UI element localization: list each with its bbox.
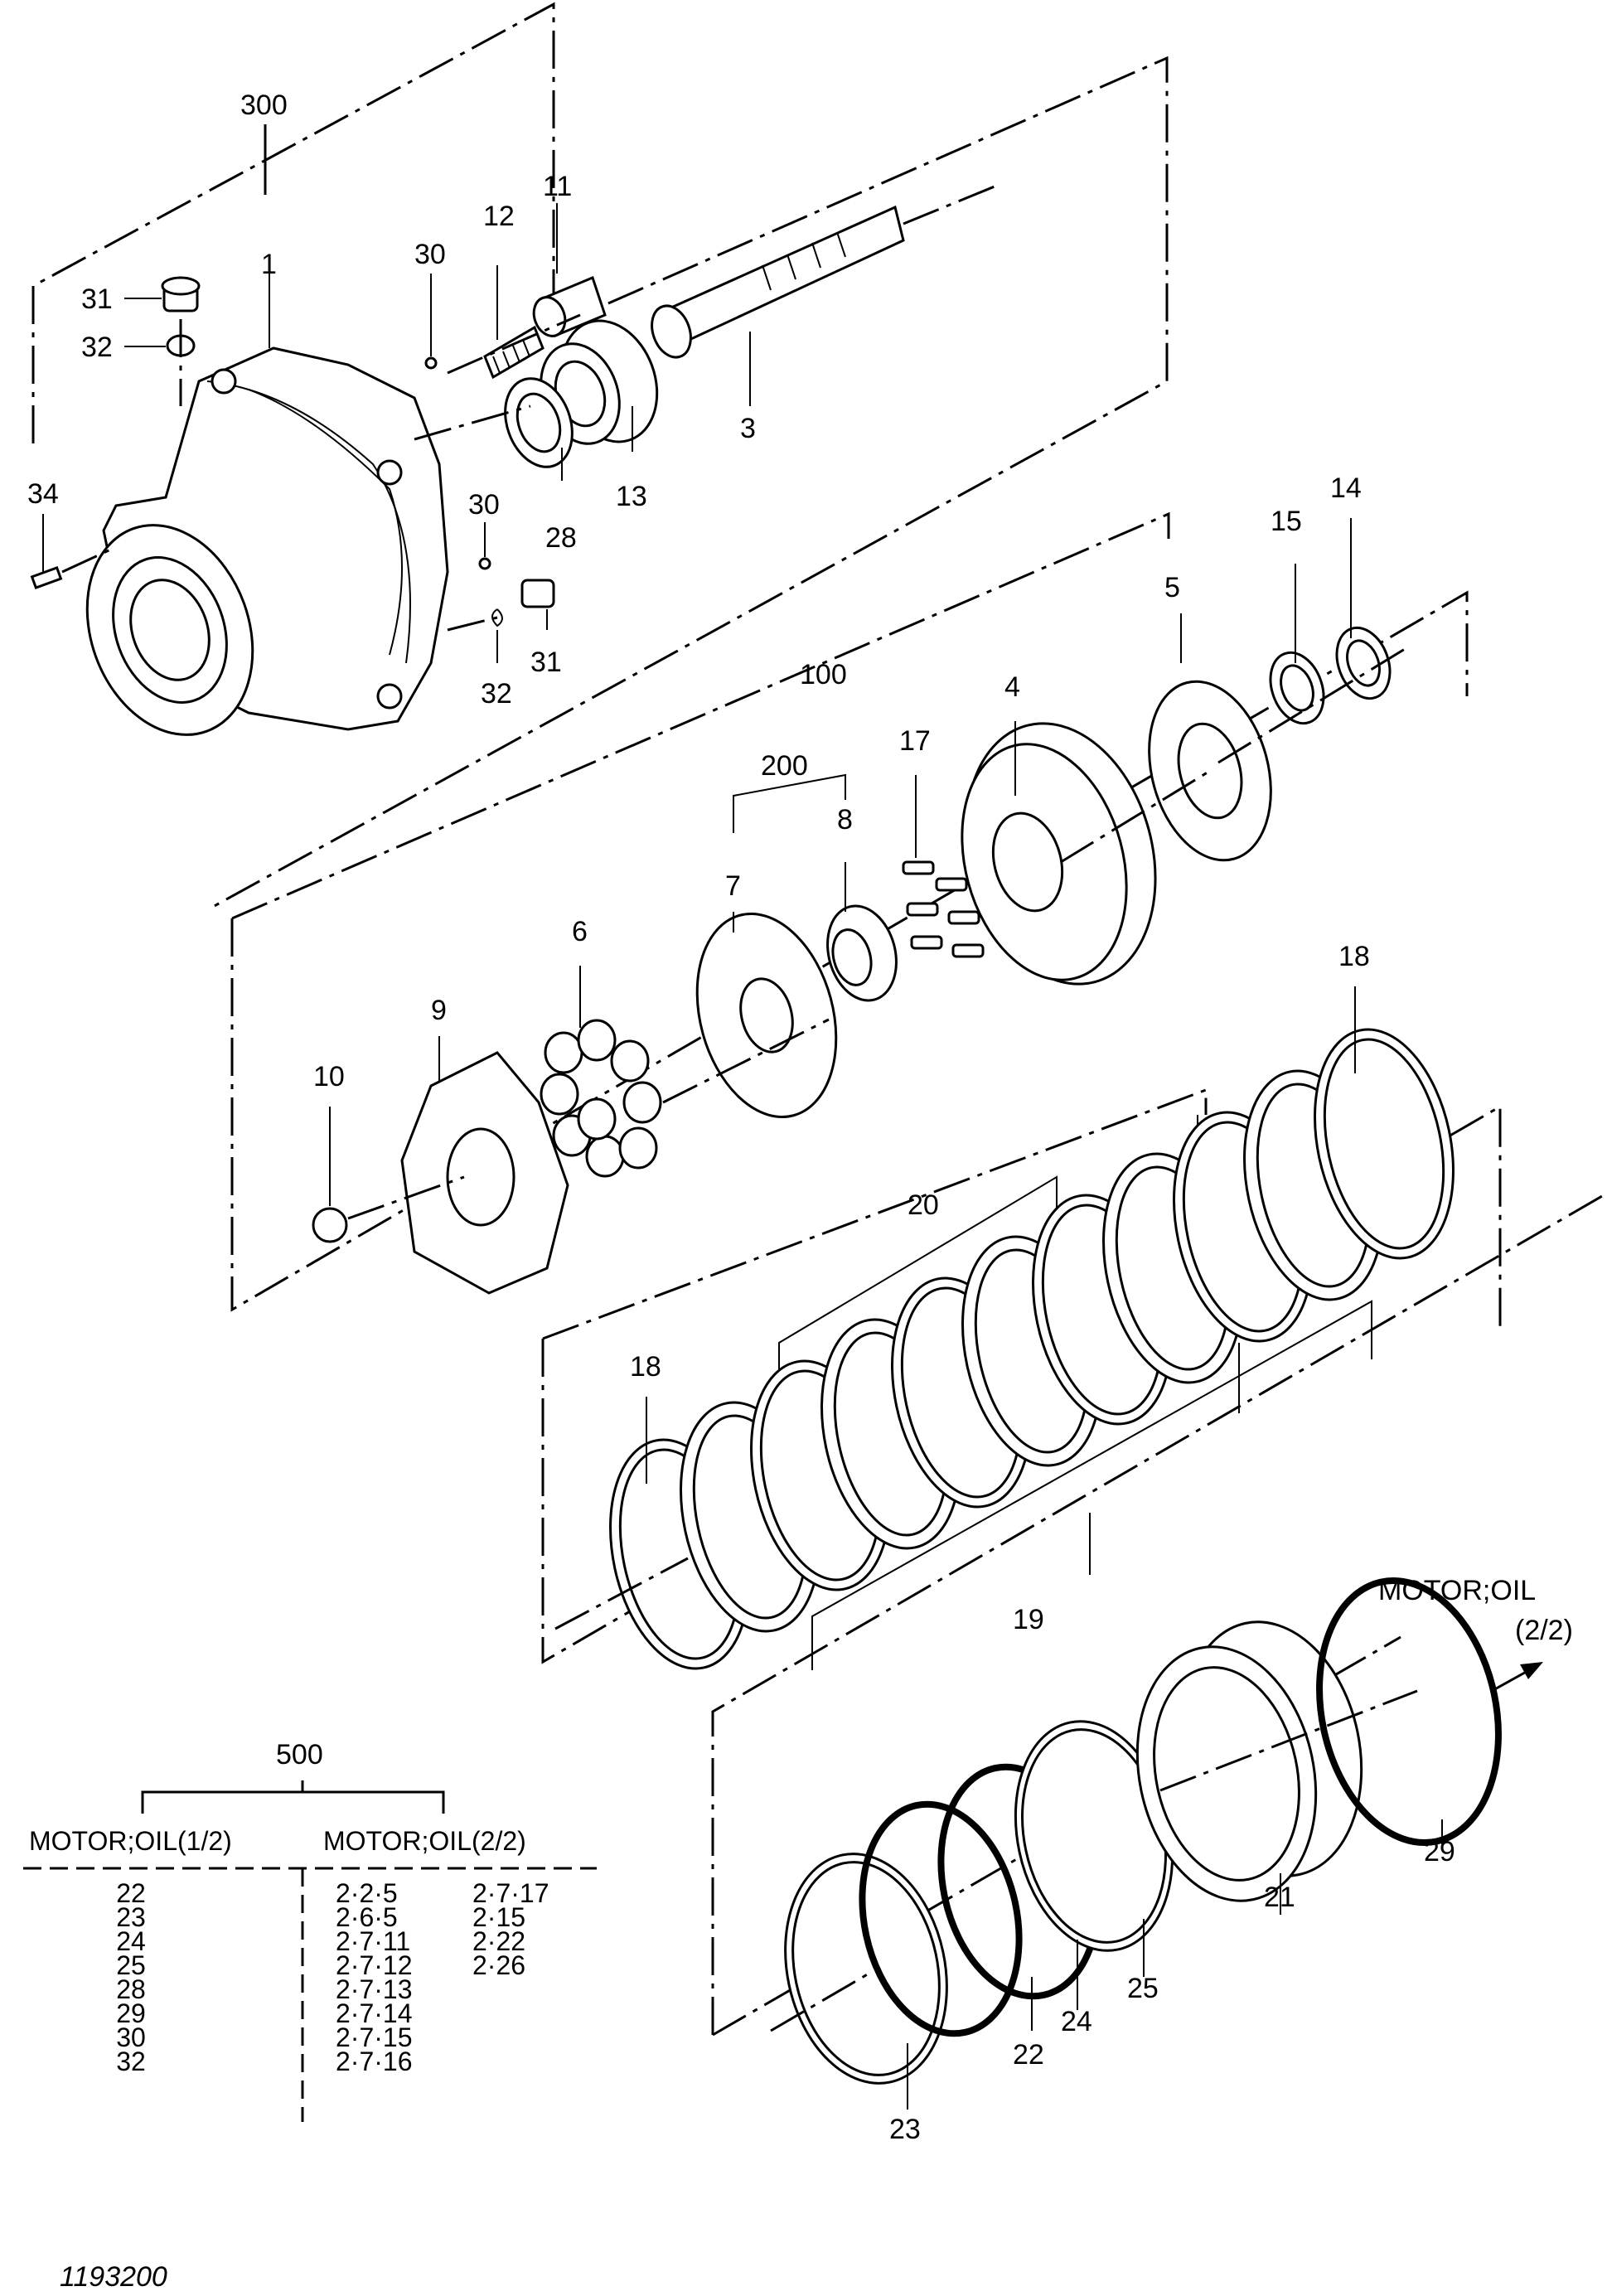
label-19: 19: [1013, 1604, 1044, 1635]
kit-col1-header: MOTOR;OIL(1/2): [29, 1826, 232, 1856]
kit-entry: 28: [116, 1974, 146, 2004]
kit-entry: 30: [116, 2022, 146, 2052]
motor-housing: [85, 346, 449, 736]
label-11: 11: [543, 171, 572, 202]
kit-entry: 2·7·15: [336, 2022, 413, 2052]
label-25: 25: [1127, 1973, 1159, 2004]
kit-entry: 2·7·14: [336, 1998, 413, 2028]
continuation-title: MOTOR;OIL: [1378, 1575, 1536, 1606]
label-31-bottom: 31: [530, 647, 562, 678]
label-1: 1: [261, 249, 277, 280]
label-100: 100: [800, 659, 847, 690]
label-9: 9: [431, 995, 447, 1026]
kit-entry: 2·7·16: [336, 2047, 413, 2076]
part-labels: 300 1 11 12 30 31 32 34 3 13 28 30 32 31…: [27, 90, 1455, 2145]
label-5: 5: [1164, 572, 1180, 603]
label-10: 10: [313, 1061, 345, 1092]
label-22: 22: [1013, 2039, 1044, 2071]
kit-entry: 2·26: [472, 1950, 525, 1980]
screw-34: [30, 545, 117, 589]
label-30-bottom: 30: [468, 489, 500, 521]
pistons: [540, 1019, 662, 1178]
kit-entry: 29: [116, 1998, 146, 2028]
label-8: 8: [837, 804, 853, 836]
plug-top: [161, 276, 201, 406]
leader-lines: [42, 203, 1443, 2110]
kit-entry: 2·7·13: [336, 1974, 413, 2004]
kit-entry: 2·7·12: [336, 1950, 413, 1980]
kit-table: 500 MOTOR;OIL(1/2) MOTOR;OIL(2/2) 222324…: [23, 1739, 597, 2122]
label-23: 23: [889, 2114, 921, 2145]
kit-entry: 2·15: [472, 1902, 525, 1932]
label-32-top: 32: [81, 332, 113, 363]
kit-entry: 24: [116, 1926, 146, 1956]
label-31-top: 31: [81, 283, 113, 315]
kit-entry: 23: [116, 1902, 146, 1932]
label-13: 13: [616, 481, 647, 512]
label-17: 17: [899, 725, 931, 757]
clutch-plates: [554, 1028, 1455, 1670]
cylinder-block-assembly: [312, 626, 1410, 1295]
label-4: 4: [1004, 671, 1020, 703]
label-14: 14: [1330, 472, 1362, 504]
label-29: 29: [1424, 1836, 1455, 1867]
label-6: 6: [572, 916, 588, 947]
kit-entry: 25: [116, 1950, 146, 1980]
kit-entry: 2·7·11: [336, 1926, 410, 1956]
continuation-reference: MOTOR;OIL (2/2): [1378, 1575, 1573, 1646]
label-3: 3: [740, 413, 756, 444]
kit-col2b: 2·7·172·152·222·26: [472, 1878, 549, 1980]
continuation-page: (2/2): [1515, 1615, 1573, 1646]
label-34: 34: [27, 478, 59, 510]
drawing-number: 1193200: [60, 2261, 167, 2293]
label-28: 28: [545, 522, 577, 554]
kit-entry: 2·2·5: [336, 1878, 398, 1908]
label-32-bottom: 32: [481, 678, 512, 710]
pin-spring-parts: [414, 185, 995, 632]
label-30-top: 30: [414, 239, 446, 270]
kit-entry: 2·7·17: [472, 1878, 549, 1908]
brake-piston-seals: [770, 1577, 1543, 2085]
kit-entry: 2·6·5: [336, 1902, 398, 1932]
label-12: 12: [483, 201, 515, 232]
label-21: 21: [1264, 1882, 1295, 1913]
label-24: 24: [1061, 2006, 1092, 2037]
label-300: 300: [240, 90, 288, 121]
label-20: 20: [908, 1189, 939, 1221]
kit-entry: 32: [116, 2047, 146, 2076]
kit-col2-header: MOTOR;OIL(2/2): [323, 1826, 526, 1856]
label-15: 15: [1271, 506, 1302, 537]
label-18-bottom: 18: [630, 1351, 661, 1383]
label-18-top: 18: [1338, 941, 1370, 972]
kit-col2a: 2·2·52·6·52·7·112·7·122·7·132·7·142·7·15…: [336, 1878, 413, 2076]
label-7: 7: [725, 870, 741, 902]
label-200: 200: [761, 750, 808, 782]
kit-entry: 22: [116, 1878, 146, 1908]
kit-number: 500: [276, 1739, 323, 1770]
kit-entry: 2·22: [472, 1926, 525, 1956]
